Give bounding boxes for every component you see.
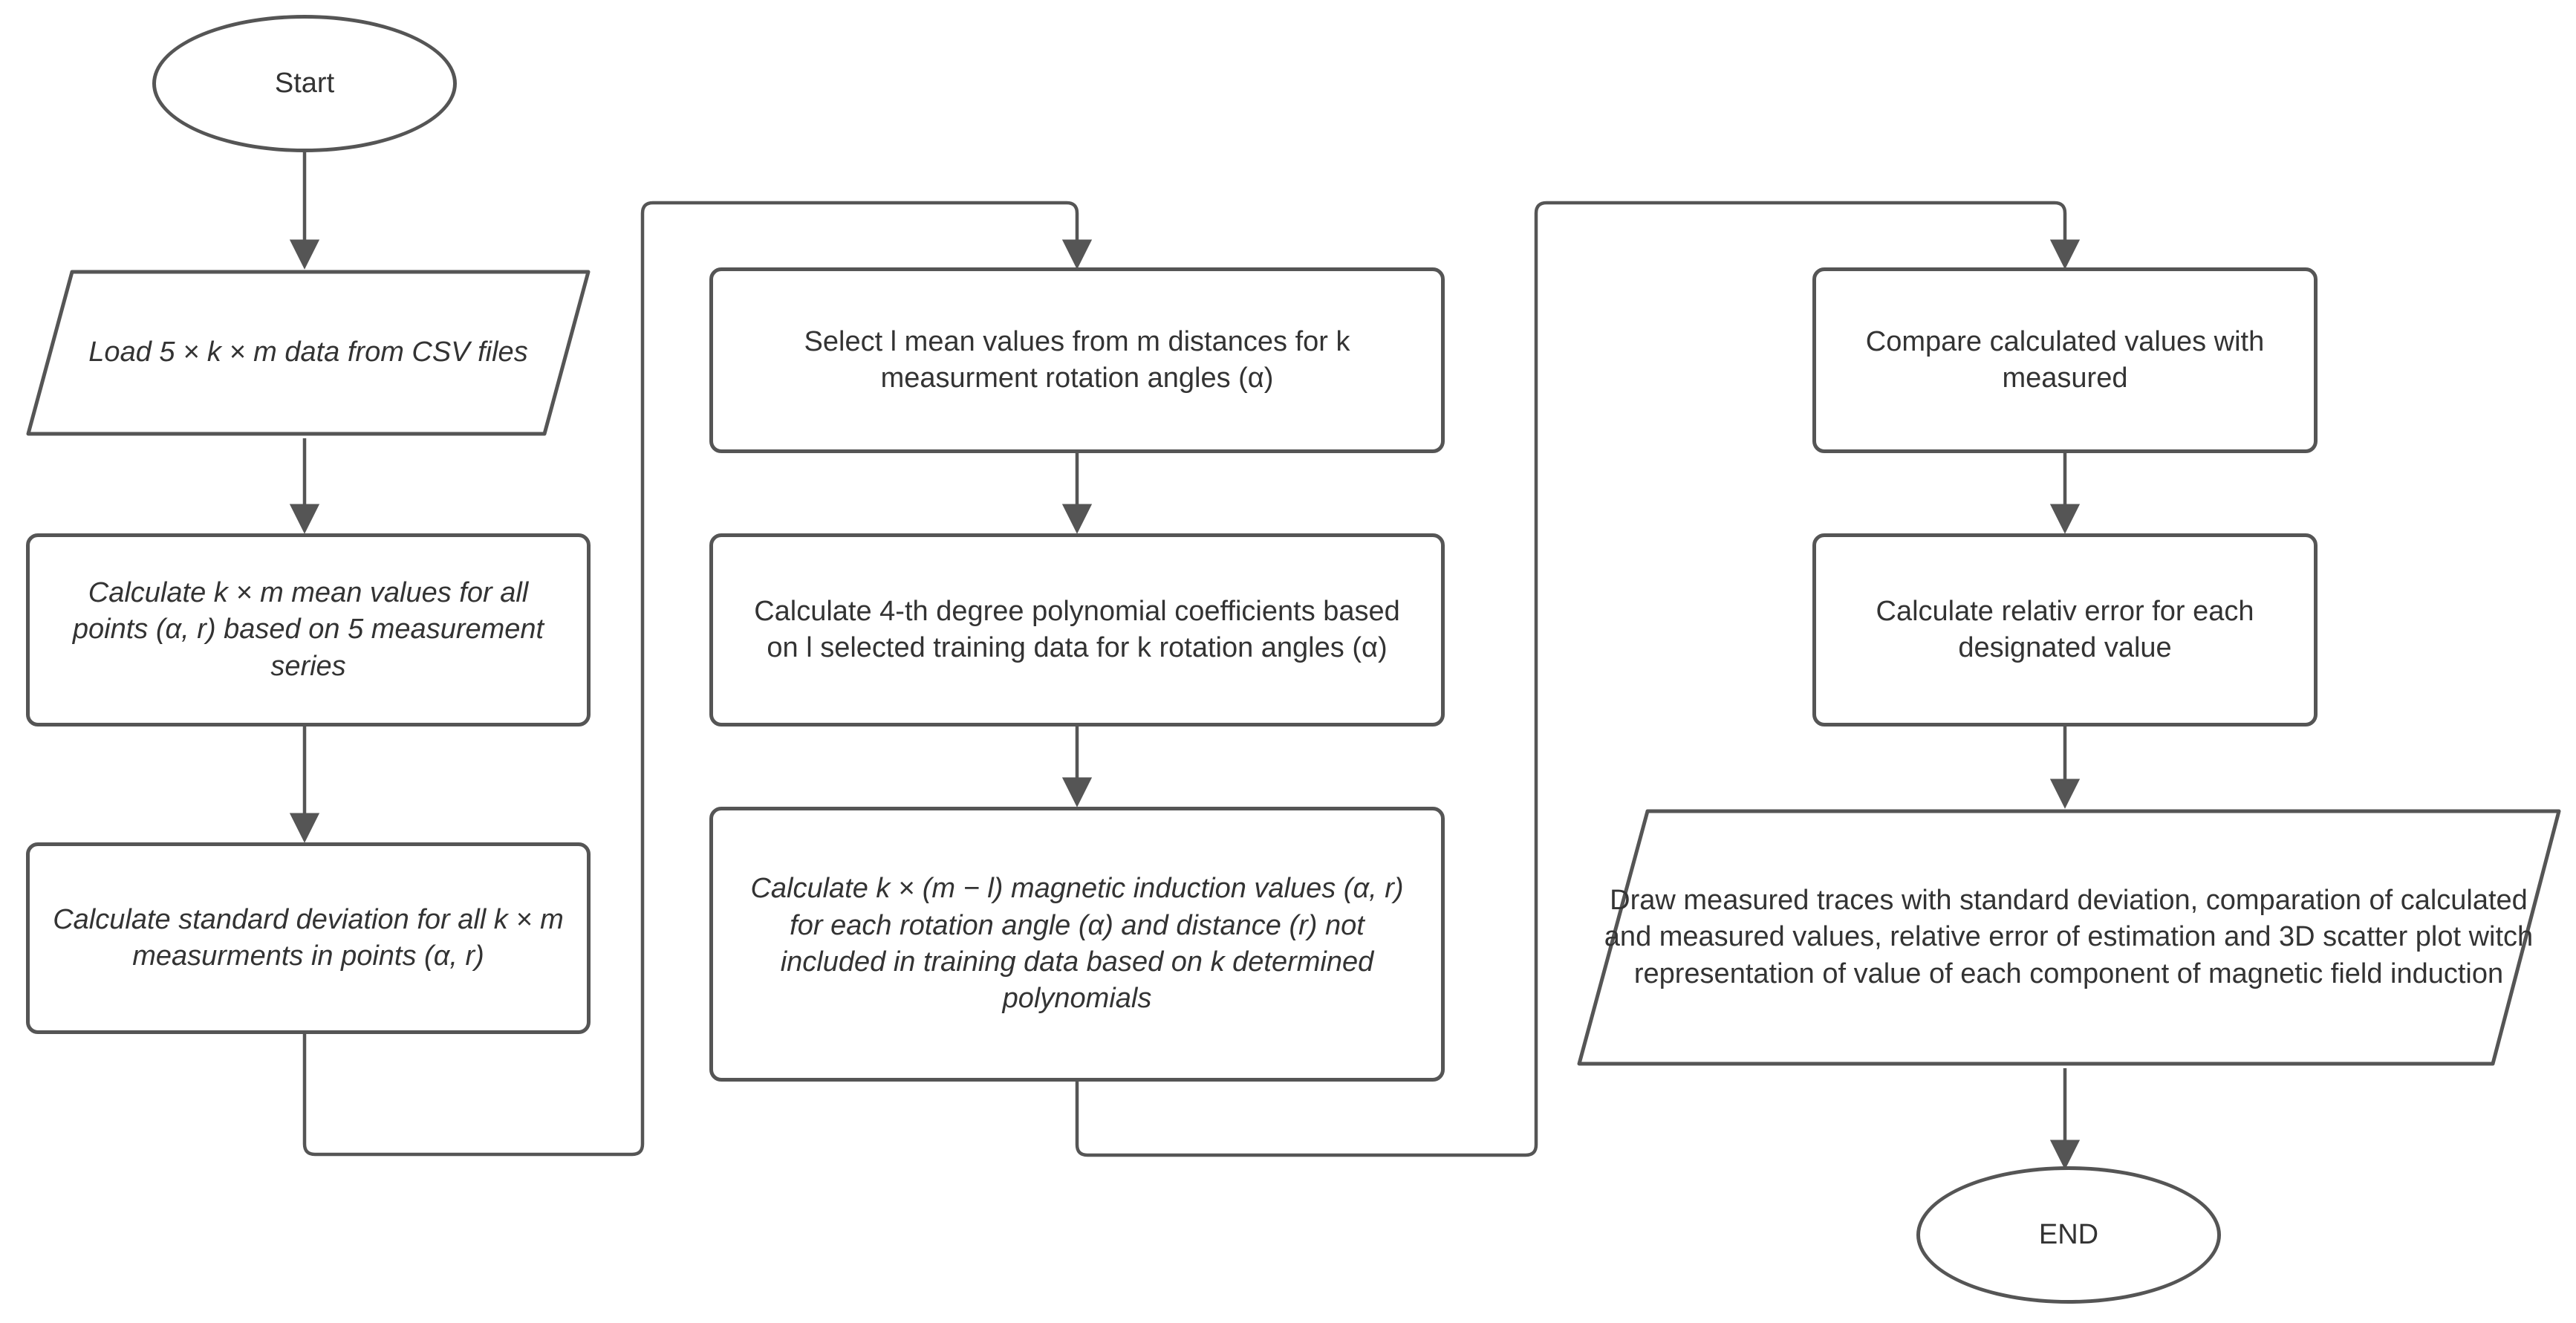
node-calc-induction-label: Calculate k × (m − l) magnetic induction… xyxy=(750,873,1404,1015)
node-load-csv[interactable]: Load 5 × k × m data from CSV files xyxy=(26,267,591,438)
node-calc-induction[interactable]: Calculate k × (m − l) magnetic induction… xyxy=(709,807,1445,1082)
node-calc-stddev-label: Calculate standard deviation for all k ×… xyxy=(53,903,564,972)
node-end[interactable]: END xyxy=(1916,1166,2221,1304)
parallelogram-shape xyxy=(26,267,591,438)
node-calc-stddev[interactable]: Calculate standard deviation for all k ×… xyxy=(26,842,591,1034)
node-calc-poly[interactable]: Calculate 4-th degree polynomial coeffic… xyxy=(709,533,1445,726)
node-select-means[interactable]: Select l mean values from m distances fo… xyxy=(709,267,1445,453)
node-compare[interactable]: Compare calculated values with measured xyxy=(1812,267,2318,453)
node-compare-label: Compare calculated values with measured xyxy=(1865,325,2265,394)
node-draw[interactable]: Draw measured traces with standard devia… xyxy=(1575,807,2563,1068)
node-start-label: Start xyxy=(274,67,335,99)
node-calc-mean[interactable]: Calculate k × m mean values for all poin… xyxy=(26,533,591,726)
node-draw-label: Draw measured traces with standard devia… xyxy=(1604,884,2534,989)
node-load-csv-label: Load 5 × k × m data from CSV files xyxy=(88,337,528,368)
node-calc-error[interactable]: Calculate relativ error for each designa… xyxy=(1812,533,2318,726)
node-calc-error-label: Calculate relativ error for each designa… xyxy=(1876,595,2254,663)
node-start[interactable]: Start xyxy=(152,15,457,152)
node-select-means-label: Select l mean values from m distances fo… xyxy=(804,325,1350,394)
node-calc-poly-label: Calculate 4-th degree polynomial coeffic… xyxy=(754,595,1400,663)
parallelogram-shape xyxy=(1575,807,2563,1068)
node-end-label: END xyxy=(2038,1218,2099,1250)
node-calc-mean-label: Calculate k × m mean values for all poin… xyxy=(72,576,544,682)
